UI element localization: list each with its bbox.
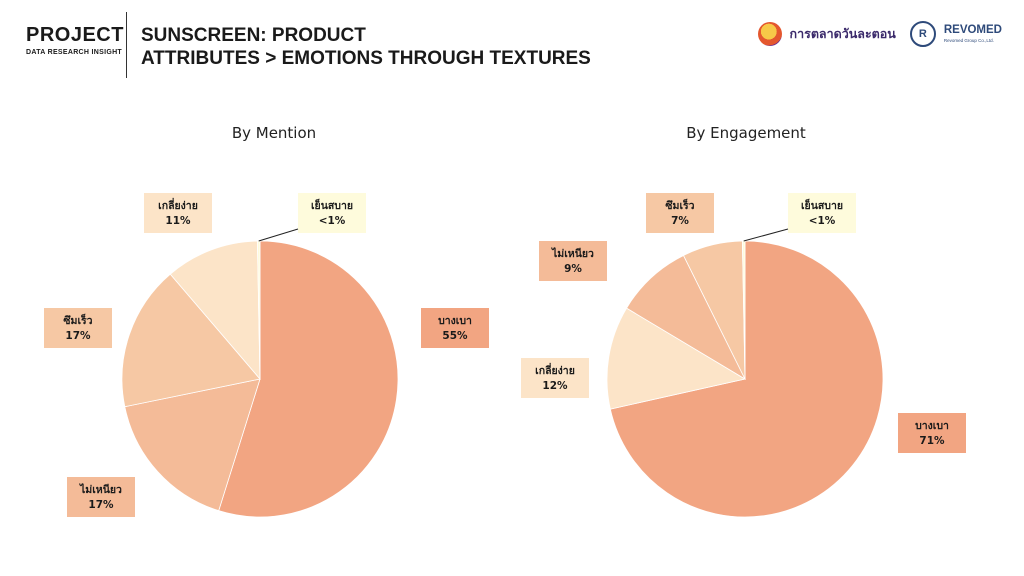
data-label-value: 11%	[165, 215, 191, 227]
data-label-box	[539, 241, 607, 281]
revomed-logo-name: REVOMED	[943, 24, 1002, 36]
data-label: ไม่เหนียว 17%	[67, 477, 135, 517]
pie-slice	[121, 273, 261, 408]
data-label: เกลี่ยง่าย 11%	[144, 193, 212, 233]
data-label-value: 7%	[671, 215, 689, 227]
data-label: เย็นสบาย <1%	[788, 193, 856, 233]
data-label-category: ซึมเร็ว	[665, 198, 694, 212]
data-label-category: ไม่เหนียว	[551, 247, 594, 260]
pie-slice	[218, 240, 399, 518]
header-divider	[126, 12, 127, 78]
data-label: เย็นสบาย <1%	[298, 193, 366, 233]
leader-line	[743, 228, 789, 242]
data-label-value: <1%	[809, 215, 836, 227]
header: PROJECT DATA RESEARCH INSIGHT SUNSCREEN:…	[0, 0, 1024, 90]
pie-slice	[606, 307, 747, 410]
data-label: ไม่เหนียว 9%	[539, 241, 607, 281]
data-label-value: 12%	[542, 380, 568, 392]
data-label-box	[67, 477, 135, 517]
revomed-logo: REVOMED Revomed Group Co.,Ltd.	[943, 24, 1002, 43]
data-label-value: 71%	[919, 435, 945, 447]
data-label-box	[521, 358, 589, 398]
data-label-value: 17%	[65, 330, 91, 342]
pie-slice	[626, 254, 746, 381]
pie-engagement: บางเบา 71% เกลี่ยง่าย 12% ไม่เหนียว 9% ซึมเร็ว…	[521, 193, 966, 518]
marketing-logo-text: การตลาดวันละตอน	[789, 26, 896, 41]
data-label: ซึมเร็ว 17%	[44, 308, 112, 348]
revomed-logo-icon: R	[909, 21, 936, 47]
leader-line	[258, 228, 299, 242]
data-label-box	[788, 193, 856, 233]
data-label-box	[44, 308, 112, 348]
data-label-category: ไม่เหนียว	[79, 483, 122, 496]
brand: PROJECT DATA RESEARCH INSIGHT	[26, 24, 126, 56]
pie-slice	[609, 240, 884, 518]
chart-title-mention: By Mention	[231, 124, 317, 142]
data-label-category: เย็นสบาย	[801, 198, 843, 212]
page-title-line1: SUNSCREEN: PRODUCT	[141, 25, 366, 46]
page-title-line2: ATTRIBUTES > EMOTIONS THROUGH TEXTURES	[141, 48, 591, 69]
brand-title: PROJECT	[26, 24, 124, 46]
data-label-value: <1%	[319, 215, 346, 227]
data-label-category: ซึมเร็ว	[63, 313, 92, 327]
pie-mention: บางเบา 55% ไม่เหนียว 17% ซึมเร็ว 17% เกลี่ยง่า…	[44, 193, 489, 518]
marketing-logo-icon	[757, 22, 782, 46]
data-label-box	[298, 193, 366, 233]
brand-subtitle: DATA RESEARCH INSIGHT	[26, 49, 123, 56]
data-label: ซึมเร็ว 7%	[646, 193, 714, 233]
data-label: บางเบา 71%	[898, 413, 966, 453]
data-label-box	[144, 193, 212, 233]
data-label: บางเบา 55%	[421, 308, 489, 348]
partner-logos: การตลาดวันละตอน R REVOMED Revomed Group …	[757, 20, 1002, 48]
data-label: เกลี่ยง่าย 12%	[521, 358, 589, 398]
data-label-category: บางเบา	[915, 420, 949, 432]
pie-slice	[169, 240, 261, 381]
revomed-logo-subtitle: Revomed Group Co.,Ltd.	[943, 37, 994, 43]
data-label-value: 55%	[442, 330, 468, 342]
chart-title-engagement: By Engagement	[686, 124, 806, 142]
data-label-category: เย็นสบาย	[311, 198, 353, 212]
data-label-value: 17%	[88, 499, 114, 511]
data-label-category: เกลี่ยง่าย	[158, 197, 198, 212]
data-label-box	[898, 413, 966, 453]
data-label-value: 9%	[564, 263, 582, 275]
pie-slice	[124, 378, 261, 512]
data-label-category: บางเบา	[438, 315, 472, 327]
page-title: SUNSCREEN: PRODUCT ATTRIBUTES > EMOTIONS…	[141, 24, 591, 70]
data-label-box	[646, 193, 714, 233]
data-label-category: เกลี่ยง่าย	[535, 362, 575, 377]
data-label-box	[421, 308, 489, 348]
